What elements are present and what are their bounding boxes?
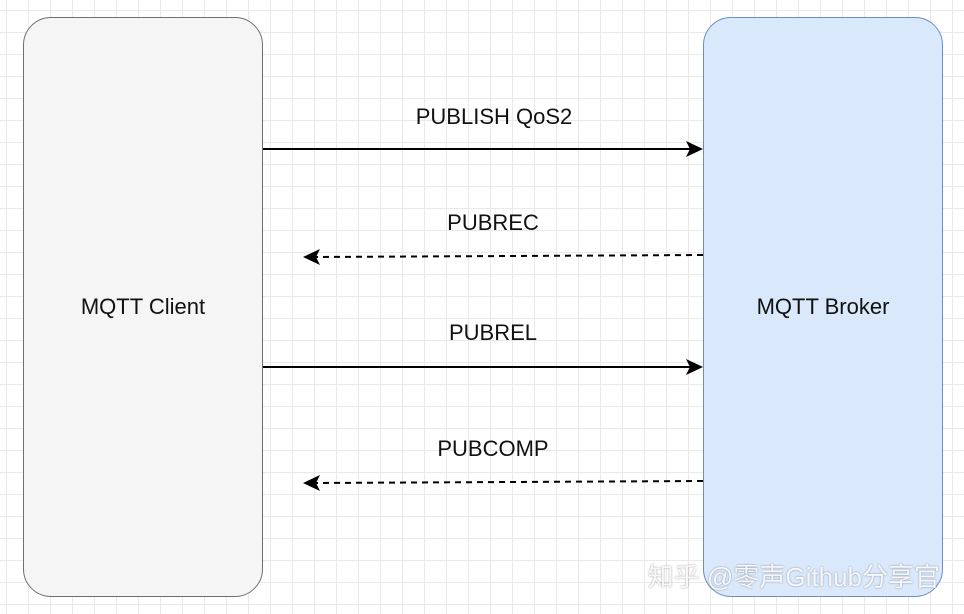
pubrec-label: PUBREC [447, 210, 539, 235]
mqtt-broker-node: MQTT Broker [703, 17, 943, 597]
pubrel-label: PUBREL [448, 320, 538, 345]
publish-qos2-label: PUBLISH QoS2 [415, 104, 573, 129]
pubrec-arrow-head [303, 249, 320, 265]
pubcomp-arrow-line [315, 480, 704, 484]
pubrel-arrow-head [686, 359, 703, 375]
publish-arrow-head [686, 141, 703, 157]
pubcomp-arrow-head [303, 475, 320, 491]
watermark-text: 知乎 @零声Github分享官 [647, 562, 940, 592]
mqtt-client-node: MQTT Client [23, 17, 263, 597]
mqtt-broker-label: MQTT Broker [756, 294, 890, 319]
mqtt-client-label: MQTT Client [80, 294, 206, 319]
pubcomp-label: PUBCOMP [437, 436, 549, 461]
pubrec-arrow-line [315, 254, 704, 258]
